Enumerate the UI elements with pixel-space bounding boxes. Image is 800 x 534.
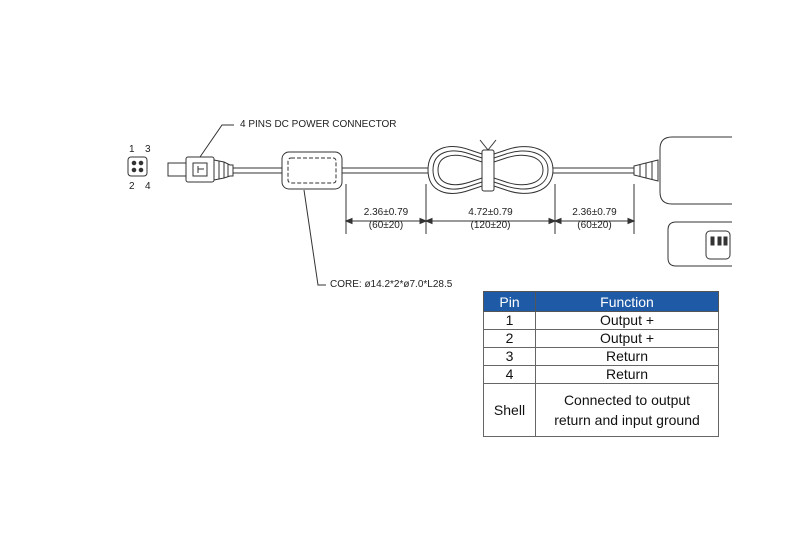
pin-cell: 4 [483,365,536,384]
pin-cell: 1 [483,311,536,330]
connector-label: 4 PINS DC POWER CONNECTOR [240,119,397,130]
pin-number-1: 1 [129,144,135,155]
dimension-lines [344,184,636,234]
dc-plug [167,156,234,183]
adapter-body [659,136,732,267]
coiled-cable-bundle [427,139,554,194]
header-pin: Pin [483,291,536,312]
dimension-3-inch: 2.36±0.79 [572,207,617,218]
function-line-1: Connected to output [563,392,691,408]
table-row: 1 Output + [483,311,719,330]
dimension-3-mm: (60±20) [577,220,612,231]
dimension-2-mm: (120±20) [470,220,511,231]
pin-cell: 2 [483,329,536,348]
ferrite-core [281,151,343,190]
pin-cell: 3 [483,347,536,366]
dimension-2: 4.72±0.79 (120±20) [426,206,555,232]
dimension-1-inch: 2.36±0.79 [363,207,409,218]
header-function: Function [535,291,719,312]
table-row: 2 Output + [483,329,719,348]
dimension-3: 2.36±0.79 (60±20) [555,206,634,232]
dimension-1: 2.36±0.79 (60±20) [346,206,426,232]
table-row: Shell Connected to output return and inp… [483,383,719,437]
pin-function-table: Pin Function 1 Output + 2 Output + 3 Ret… [483,291,719,437]
dimension-2-inch: 4.72±0.79 [468,207,513,218]
pin-number-4: 4 [145,181,151,192]
function-cell: Output + [535,311,719,330]
function-cell: Connected to output return and input gro… [535,383,719,437]
table-header-row: Pin Function [483,291,719,312]
function-cell: Output + [535,329,719,348]
core-label: CORE: ø14.2*2*ø7.0*L28.5 [330,279,453,290]
pin-cell: Shell [483,383,536,437]
dimension-1-mm: (60±20) [368,220,404,231]
cable [233,167,634,174]
function-line-2: return and input ground [554,412,700,428]
pin-number-3: 3 [145,144,151,155]
pin-number-2: 2 [129,181,135,192]
strain-relief [633,159,659,182]
table-row: 3 Return [483,347,719,366]
function-cell: Return [535,365,719,384]
table-row: 4 Return [483,365,719,384]
function-cell: Return [535,347,719,366]
connector-pin-face [127,156,148,177]
leader-lines [199,124,326,286]
